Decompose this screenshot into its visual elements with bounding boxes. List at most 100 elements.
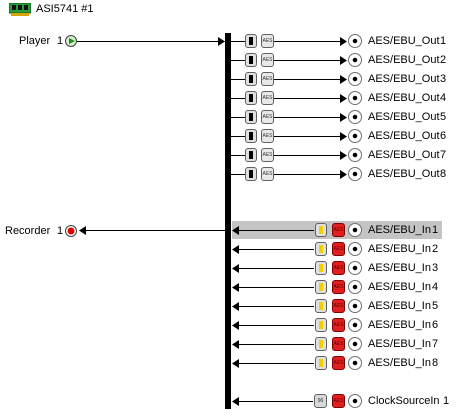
arrow-left-icon <box>232 302 239 311</box>
port-icon[interactable] <box>348 318 362 332</box>
level-meter-icon[interactable] <box>315 242 327 256</box>
aes-badge-icon[interactable]: AES <box>332 280 345 294</box>
arrow-left-icon <box>232 283 239 292</box>
input-name[interactable]: AES/EBU_In <box>368 319 431 331</box>
aes-badge-icon[interactable]: AES <box>332 356 345 370</box>
input-name[interactable]: AES/EBU_In <box>368 262 431 274</box>
level-meter-icon[interactable] <box>245 72 257 86</box>
input-name[interactable]: AES/EBU_In <box>368 338 431 350</box>
port-icon[interactable] <box>348 394 362 408</box>
port-icon[interactable] <box>348 72 362 86</box>
level-meter-icon[interactable] <box>245 34 257 48</box>
output-link-line <box>231 174 245 175</box>
output-link-line <box>274 60 342 61</box>
aes-badge-icon[interactable]: AES <box>261 34 274 48</box>
recorder-label[interactable]: Recorder <box>5 225 51 237</box>
aes-badge-icon[interactable]: AES <box>261 129 274 143</box>
output-name[interactable]: AES/EBU_Out <box>368 92 440 104</box>
meter-bar <box>249 94 253 102</box>
aes-badge-icon[interactable]: AES <box>332 261 345 275</box>
port-icon[interactable] <box>348 34 362 48</box>
clock-rate-badge[interactable]: 96 <box>314 394 327 408</box>
port-icon[interactable] <box>348 148 362 162</box>
input-name[interactable]: AES/EBU_In <box>368 357 431 369</box>
aes-badge-icon[interactable]: AES <box>332 223 345 237</box>
input-link-line <box>238 268 314 269</box>
input-name[interactable]: AES/EBU_In <box>368 300 431 312</box>
output-name[interactable]: AES/EBU_Out <box>368 168 440 180</box>
input-name[interactable]: AES/EBU_In <box>368 224 431 236</box>
level-meter-icon[interactable] <box>245 148 257 162</box>
clock-source-label[interactable]: ClockSourceIn <box>368 395 440 407</box>
level-meter-icon[interactable] <box>245 167 257 181</box>
output-name[interactable]: AES/EBU_Out <box>368 35 440 47</box>
player-link-line <box>77 41 219 42</box>
aes-badge-icon[interactable]: AES <box>332 242 345 256</box>
player-button[interactable] <box>65 35 77 47</box>
clock-link-line <box>235 401 313 402</box>
input-name[interactable]: AES/EBU_In <box>368 243 431 255</box>
aes-badge-icon[interactable]: AES <box>261 72 274 86</box>
meter-bar <box>249 170 253 178</box>
aes-badge-icon[interactable]: AES <box>261 53 274 67</box>
arrow-left-icon <box>232 321 239 330</box>
port-icon[interactable] <box>348 110 362 124</box>
recorder-button[interactable] <box>65 225 77 237</box>
port-icon[interactable] <box>348 299 362 313</box>
port-icon[interactable] <box>348 337 362 351</box>
arrow-right-icon <box>218 37 225 46</box>
level-meter-icon[interactable] <box>315 337 327 351</box>
aes-badge-icon[interactable]: AES <box>332 318 345 332</box>
input-link-line <box>238 325 314 326</box>
output-link-line <box>231 41 245 42</box>
output-name[interactable]: AES/EBU_Out <box>368 54 440 66</box>
level-meter-icon[interactable] <box>315 356 327 370</box>
output-name[interactable]: AES/EBU_Out <box>368 149 440 161</box>
arrow-right-icon <box>340 113 347 122</box>
port-icon[interactable] <box>348 53 362 67</box>
aes-badge-icon[interactable]: AES <box>332 337 345 351</box>
level-meter-icon[interactable] <box>245 110 257 124</box>
player-label[interactable]: Player <box>19 35 51 47</box>
level-meter-icon[interactable] <box>315 261 327 275</box>
input-link-line <box>238 363 314 364</box>
meter-bar <box>249 132 253 140</box>
aes-badge-icon[interactable]: AES <box>261 91 274 105</box>
aes-badge-icon[interactable]: AES <box>261 148 274 162</box>
aes-badge-icon[interactable]: AES <box>332 299 345 313</box>
level-meter-icon[interactable] <box>245 129 257 143</box>
aes-badge-icon[interactable]: AES <box>261 110 274 124</box>
port-icon[interactable] <box>348 129 362 143</box>
port-icon[interactable] <box>348 242 362 256</box>
level-meter-icon[interactable] <box>315 223 327 237</box>
level-meter-icon[interactable] <box>245 91 257 105</box>
meter-bar <box>249 37 253 45</box>
port-icon[interactable] <box>348 356 362 370</box>
play-icon <box>69 38 75 44</box>
level-meter-icon[interactable] <box>315 280 327 294</box>
output-link-line <box>274 117 342 118</box>
arrow-right-icon <box>340 170 347 179</box>
level-meter-icon[interactable] <box>245 53 257 67</box>
output-name[interactable]: AES/EBU_Out <box>368 130 440 142</box>
output-index: 7 <box>440 149 447 161</box>
output-name[interactable]: AES/EBU_Out <box>368 111 440 123</box>
level-meter-icon[interactable] <box>315 318 327 332</box>
aes-badge-icon[interactable]: AES <box>261 167 274 181</box>
port-icon[interactable] <box>348 280 362 294</box>
port-icon[interactable] <box>348 261 362 275</box>
input-name[interactable]: AES/EBU_In <box>368 281 431 293</box>
port-icon[interactable] <box>348 223 362 237</box>
port-icon[interactable] <box>348 167 362 181</box>
input-link-line <box>238 230 314 231</box>
output-index: 8 <box>440 168 447 180</box>
output-link-line <box>274 174 342 175</box>
arrow-right-icon <box>340 75 347 84</box>
arrow-left-icon <box>79 226 86 235</box>
routing-bus <box>225 33 231 409</box>
level-meter-icon[interactable] <box>315 299 327 313</box>
port-icon[interactable] <box>348 91 362 105</box>
output-name[interactable]: AES/EBU_Out <box>368 73 440 85</box>
output-index: 5 <box>440 111 447 123</box>
aes-badge-icon[interactable]: AES <box>332 394 345 408</box>
